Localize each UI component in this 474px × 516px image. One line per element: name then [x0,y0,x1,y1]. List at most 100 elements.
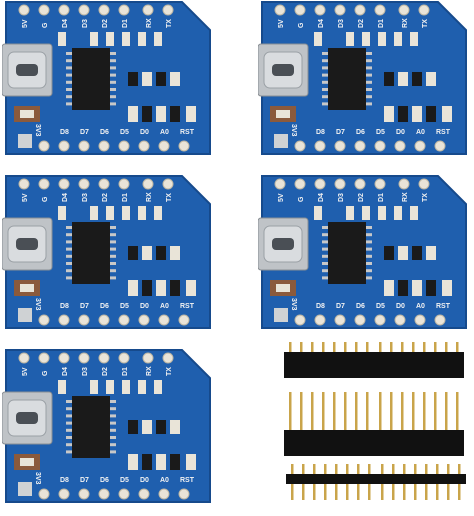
bottom-pin-label: 3V3 [34,472,41,485]
bottom-pin-label: D8 [60,303,69,310]
header-pin [434,342,437,352]
reset-button [14,454,40,496]
header-pin [390,342,393,352]
top-pin-holes [18,352,174,364]
chip-leg [322,52,328,55]
header-pin [300,392,303,430]
usb-serial-chip [66,396,116,458]
chip-leg [110,269,116,273]
top-pin-label: TX [166,193,173,202]
header-pin [311,342,314,352]
reset-button [270,106,296,148]
top-pin-hole [98,4,110,16]
bottom-pin-hole [394,314,406,326]
chip-leg [322,254,328,258]
smd-components-top [58,206,162,220]
header-pin [302,464,305,474]
bottom-pin-hole [158,314,170,326]
top-pin-label: RX [146,18,153,28]
usb-serial-chip [322,48,372,110]
bottom-pin-hole [434,314,446,326]
top-pin-hole [354,4,366,16]
chip-leg [66,102,72,106]
header-pin [379,392,382,430]
chip-leg [366,66,372,70]
bottom-pin-hole [178,488,190,500]
bottom-pin-holes [38,488,190,500]
header-pin [458,464,461,474]
header-pin [381,464,384,474]
bottom-pin-label: D5 [120,477,129,484]
top-pin-hole [162,178,174,190]
header-pin [324,484,327,500]
bottom-pin-label: RST [180,129,195,136]
bottom-pin-label: 3V3 [34,298,41,311]
top-pin-hole [162,4,174,16]
header-pin [445,392,448,430]
chip-leg [66,443,72,447]
bottom-pin-label: D7 [80,129,89,136]
bottom-pin-label: A0 [416,129,425,136]
bottom-pin-label: D7 [80,477,89,484]
top-pin-label: D1 [122,19,129,28]
top-pin-hole [78,4,90,16]
top-pin-label: TX [166,19,173,28]
header-pin [302,484,305,500]
header-pin [456,342,459,352]
bottom-pin-label: D0 [396,303,405,310]
top-pin-label: D1 [378,19,385,28]
bottom-pin-hole [334,140,346,152]
chip-leg [110,240,116,244]
top-pin-hole [294,178,306,190]
header-pin [392,484,395,500]
header-pin [344,342,347,352]
chip-leg [110,102,116,106]
chip-leg [66,73,72,77]
top-pin-label: 5V [278,193,285,202]
top-pin-hole [418,178,430,190]
top-pin-label: D4 [62,19,69,28]
top-pin-holes [274,4,430,16]
smd-components-right [384,246,452,296]
bottom-pin-hole [294,140,306,152]
bottom-pin-label: D5 [120,129,129,136]
chip-leg [110,407,116,411]
bottom-pin-label: D7 [336,303,345,310]
chip-leg [110,450,116,454]
header-pin [401,392,404,430]
top-pin-hole [142,352,154,364]
smd-components-right [384,72,452,122]
top-pin-hole [18,352,30,364]
top-pin-label: D3 [338,19,345,28]
bottom-pin-label: 3V3 [290,298,297,311]
chip-leg [110,254,116,258]
chip-leg [66,450,72,454]
header-plastic [284,430,374,456]
header-pin [423,392,426,430]
top-pin-holes [18,4,174,16]
bottom-pin-hole [178,140,190,152]
header-pin [344,392,347,430]
bottom-pin-label: D6 [100,477,109,484]
chip-leg [110,414,116,418]
bottom-pin-label: D7 [336,129,345,136]
top-pin-label: D1 [122,193,129,202]
bottom-pin-hole [118,314,130,326]
top-pin-label: D4 [318,19,325,28]
header-pin [390,392,393,430]
chip-leg [110,226,116,229]
chip-leg [366,240,372,244]
top-pin-hole [142,178,154,190]
chip-leg [322,80,328,84]
header-pin [291,484,294,500]
chip-leg [66,226,72,229]
usb-serial-chip [66,48,116,110]
top-pin-label: D2 [358,193,365,202]
